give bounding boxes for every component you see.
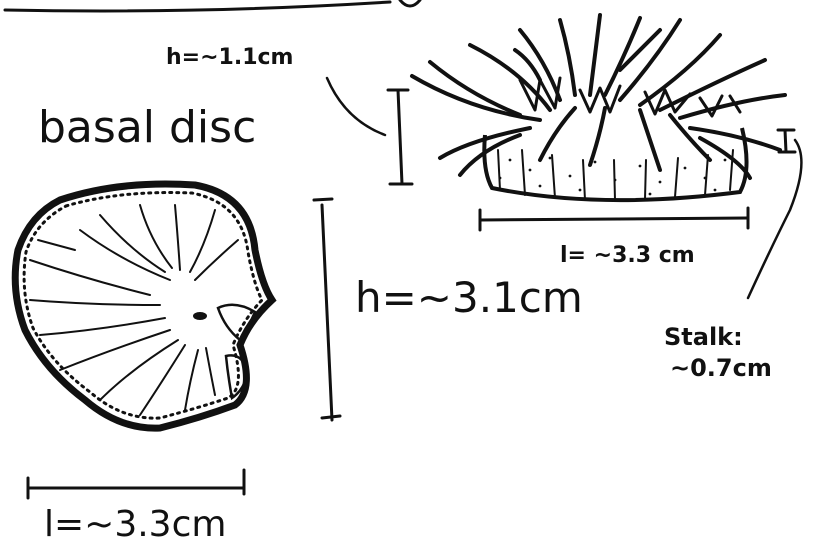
disc-length-bar [28, 470, 244, 498]
top-edge-stroke [5, 0, 420, 11]
anemone-length-bar [480, 208, 748, 230]
stalk-value-label: ~0.7cm [670, 354, 772, 382]
anemone-height-label: h=~1.1cm [166, 45, 293, 70]
basal-disc-label: basal disc [38, 102, 256, 153]
stalk-title-label: Stalk: [664, 323, 743, 351]
disc-length-label: l=~3.3cm [44, 504, 226, 545]
disc-height-label: h=~3.1cm [355, 273, 583, 322]
anemone-height-bar [388, 90, 412, 184]
height-callout-line [327, 78, 385, 135]
disc-height-bar [314, 199, 340, 420]
stalk-callout-line [748, 140, 801, 298]
anemone-drawing [412, 15, 785, 200]
anemone-length-label: l= ~3.3 cm [560, 243, 695, 268]
basal-disc-drawing [15, 184, 272, 428]
